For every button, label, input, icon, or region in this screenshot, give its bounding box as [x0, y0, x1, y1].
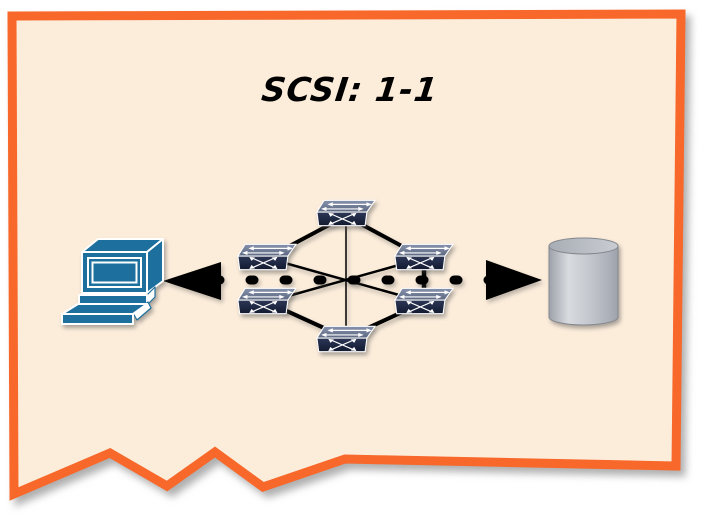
path-arrow-right-icon: [486, 260, 542, 300]
page-title: SCSI: 1-1: [259, 70, 441, 109]
path-arrow-left-icon: [163, 262, 221, 300]
storage-cylinder-icon: [548, 237, 619, 326]
host-workstation-icon: [61, 238, 164, 325]
scsi-path: [163, 260, 542, 300]
